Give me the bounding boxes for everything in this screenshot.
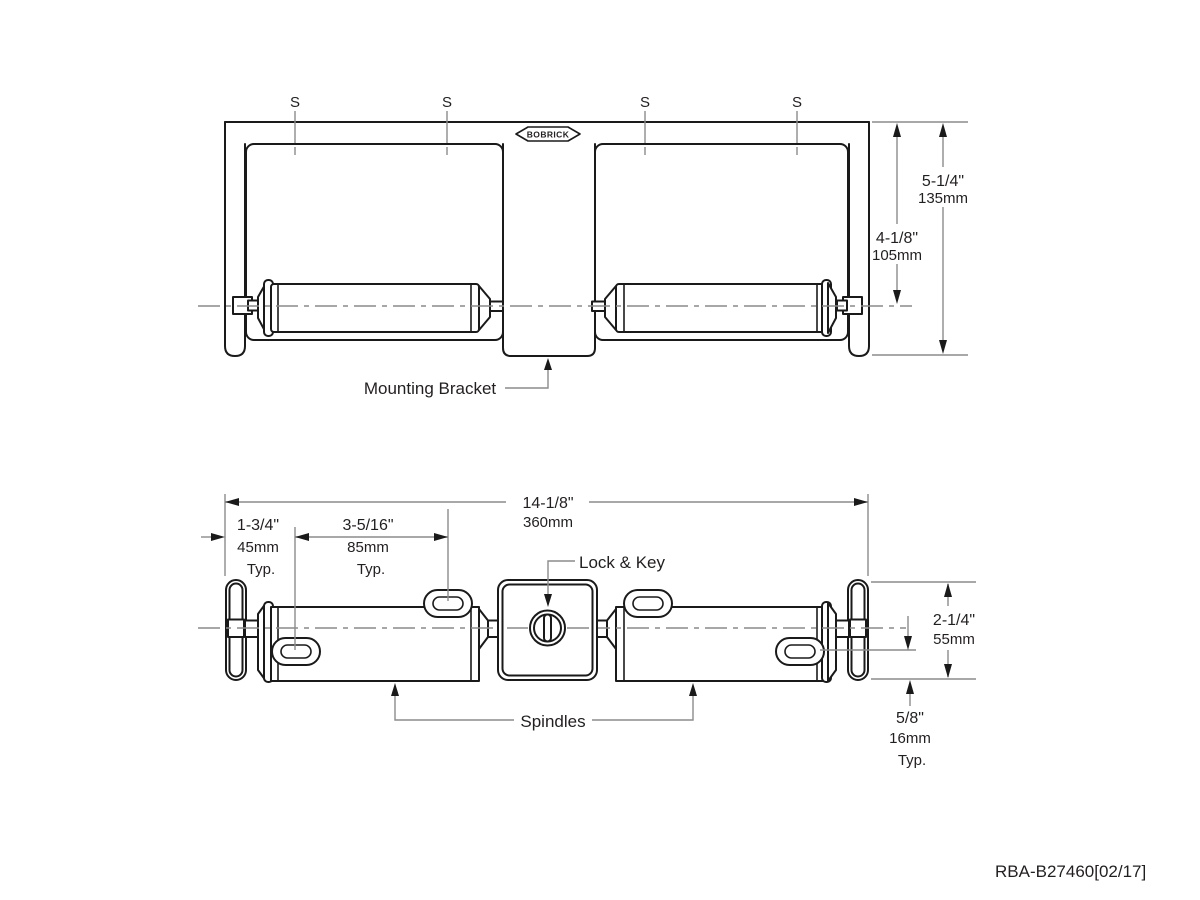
part-number: RBA-B27460[02/17] <box>995 862 1146 881</box>
right-roller-cone-left <box>606 608 617 650</box>
left-spindle-body <box>270 283 480 333</box>
slot-spacing-in: 3-5/16" <box>342 517 393 534</box>
depth-in: 2-1/4" <box>933 612 975 629</box>
right-roller-nub <box>835 619 850 638</box>
lower-slot-right-inner <box>784 644 816 659</box>
right-roller-cone <box>827 602 837 682</box>
dim-105-arrow-down <box>893 290 901 304</box>
left-roller-nub <box>244 619 259 638</box>
left-spindle-front <box>232 279 504 337</box>
right-mounting-post <box>847 579 869 681</box>
mounting-bracket-outline <box>502 143 596 357</box>
left-mounting-post <box>225 579 247 681</box>
front-view-dimensions: 4-1/8" 105mm 5-1/4" 135mm <box>872 121 968 356</box>
end-offset-typ: Typ. <box>247 561 275 578</box>
depth-arrow-down <box>944 664 952 678</box>
s-label-4: S <box>792 94 802 111</box>
lower-slot-left <box>271 637 321 666</box>
s-label-3: S <box>640 94 650 111</box>
right-spindle-cone-left <box>604 285 617 331</box>
plan-view: 14-1/8" 360mm 1-3/4" 45mm Typ. 3-5/16" 8… <box>198 494 976 769</box>
spindles-leader-right <box>592 694 694 721</box>
bottom-offset-dimension: 5/8" 16mm Typ. <box>820 616 931 769</box>
bottom-offset-typ: Typ. <box>898 752 926 769</box>
s-screw-callouts: S S S S <box>290 94 802 155</box>
dim-135-arrow-up <box>939 123 947 137</box>
brand-logo-lozenge <box>515 126 581 142</box>
dim-135-arrow-down <box>939 340 947 354</box>
mounting-bracket-leader <box>505 368 549 389</box>
width-arrow-right <box>854 498 868 506</box>
mounting-bracket-label: Mounting Bracket <box>364 379 497 398</box>
bottom-offset-arrow-up <box>906 680 914 694</box>
s-label-1: S <box>290 94 300 111</box>
mounting-slots <box>271 589 825 666</box>
mounting-bracket-arrowhead <box>544 358 552 370</box>
spindles-label: Spindles <box>520 712 585 731</box>
spindles-callout: Spindles <box>391 683 697 731</box>
depth-mm: 55mm <box>933 631 975 648</box>
bottom-offset-in: 5/8" <box>896 710 924 727</box>
right-spindle-body <box>615 283 825 333</box>
slot-spacing-typ: Typ. <box>357 561 385 578</box>
slot-spacing-arrow-left <box>295 533 309 541</box>
right-spindle-front <box>591 279 863 337</box>
bottom-offset-arrow-down <box>904 636 912 650</box>
lock-key-callout: Lock & Key <box>544 553 665 607</box>
s-label-2: S <box>442 94 452 111</box>
depth-arrow-up <box>944 583 952 597</box>
dim-105-mm: 105mm <box>872 247 922 264</box>
lock-key-label: Lock & Key <box>579 553 665 572</box>
lower-slot-right <box>775 637 825 666</box>
overall-width-dimension: 14-1/8" 360mm <box>224 494 869 576</box>
dim-135-mm: 135mm <box>918 190 968 207</box>
left-roller-cone-right <box>478 608 489 650</box>
dim-105-arrow-up <box>893 123 901 137</box>
end-offset-in: 1-3/4" <box>237 517 279 534</box>
depth-dimension: 2-1/4" 55mm <box>871 581 976 680</box>
spindles-leader-left <box>394 694 514 721</box>
lock-key-leader <box>547 560 575 596</box>
lock-key-arrowhead <box>544 594 552 607</box>
slot-spacing-arrow-right <box>434 533 448 541</box>
front-elevation-view: BOBRICK S S S S Mounting Bracket 4-1/8" <box>198 94 968 398</box>
end-offset-arrow <box>211 533 225 541</box>
dim-135-in: 5-1/4" <box>922 173 964 190</box>
slot-spacing-mm: 85mm <box>347 539 389 556</box>
upper-slot-right-inner <box>632 596 664 611</box>
width-in: 14-1/8" <box>522 495 573 512</box>
frame-left-leg <box>224 121 246 357</box>
brand-logo: BOBRICK <box>515 126 581 142</box>
right-spindle-cone <box>827 282 837 334</box>
end-offset-dimension: 1-3/4" 45mm Typ. <box>201 517 279 578</box>
spindles-arrow-right <box>689 683 697 696</box>
left-spindle-cone-right <box>478 285 491 331</box>
end-offset-mm: 45mm <box>237 539 279 556</box>
keyhole-slot <box>543 613 552 643</box>
dim-105-in: 4-1/8" <box>876 230 918 247</box>
width-mm: 360mm <box>523 514 573 531</box>
bottom-offset-mm: 16mm <box>889 730 931 747</box>
lower-slot-left-inner <box>280 644 312 659</box>
spindles-arrow-left <box>391 683 399 696</box>
brand-logo-text: BOBRICK <box>527 130 570 140</box>
frame-right-leg <box>848 121 870 357</box>
width-arrow-left <box>225 498 239 506</box>
mounting-bracket-callout: Mounting Bracket <box>364 358 552 398</box>
slot-spacing-dimension: 3-5/16" 85mm Typ. <box>294 509 449 650</box>
upper-slot-right <box>623 589 673 618</box>
